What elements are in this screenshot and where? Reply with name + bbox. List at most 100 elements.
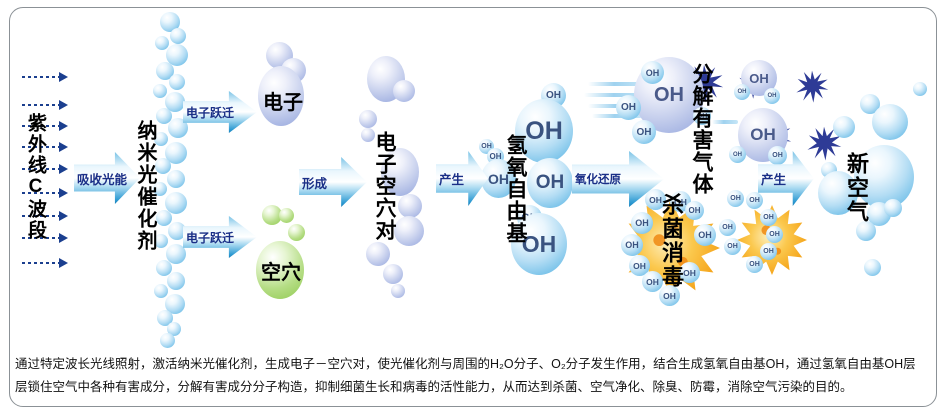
bubble <box>167 322 181 336</box>
bubble <box>872 104 908 140</box>
bubble <box>256 241 304 299</box>
transition-top-label: 电子跃迁 <box>186 105 235 120</box>
bubble <box>361 128 375 142</box>
bubble <box>156 210 172 226</box>
oh-bubble: OH <box>766 226 783 243</box>
radical-label: 氢氧自由基 <box>504 134 527 244</box>
bubble <box>279 208 294 223</box>
oh-bubble: OH <box>764 88 780 104</box>
bubble <box>864 259 881 276</box>
uv-ray-arrow <box>22 72 68 82</box>
uv-ray-arrow <box>22 100 68 110</box>
bubble <box>166 44 188 66</box>
diagram-border <box>9 7 937 407</box>
oh-bubble: OH <box>734 84 750 100</box>
bubble <box>262 205 282 225</box>
bubble <box>156 108 172 124</box>
bubble <box>394 216 424 246</box>
bubble <box>366 242 390 266</box>
oh-bubble: OH <box>694 224 716 246</box>
speed-line <box>592 114 642 118</box>
oh-bubble: OH <box>746 256 763 273</box>
oh-bubble: OH <box>642 271 663 292</box>
oh-bubble: OH <box>629 255 650 276</box>
oh-bubble: OH <box>641 61 664 84</box>
absorb-label: 吸收光能 <box>77 172 128 187</box>
bubble <box>818 171 858 215</box>
oh-bubble: OH <box>631 212 653 234</box>
oh-bubble: OH <box>527 158 573 208</box>
bubble <box>383 264 403 284</box>
catalyst-label: 纳米光催化剂 <box>134 120 156 252</box>
bubble <box>856 221 876 241</box>
uv-ray-arrow <box>22 164 68 174</box>
bubble <box>153 84 167 98</box>
bubble <box>165 142 187 164</box>
electron-label: 电子 <box>263 92 303 114</box>
bubble <box>154 284 168 298</box>
starburst-icon <box>622 199 720 297</box>
oh-bubble: OH <box>693 107 711 125</box>
produce-2-label: 产生 <box>761 173 787 187</box>
hole-label: 空穴 <box>261 262 301 284</box>
new-air-label: 新空气 <box>844 152 869 224</box>
oh-bubble: OH <box>685 201 704 220</box>
oh-bubble: OH <box>511 213 567 275</box>
bubble <box>168 118 188 138</box>
bubble <box>913 82 927 96</box>
uv-ray-arrow <box>22 258 68 268</box>
uv-ray-arrow <box>22 233 68 243</box>
oh-bubble: OH <box>659 285 680 306</box>
pair-label: 电子空穴对 <box>373 131 396 241</box>
oh-bubble: OH <box>760 209 777 226</box>
bubble <box>381 148 419 196</box>
oh-bubble: OH <box>621 234 643 256</box>
oh-bubble: OH <box>768 146 787 165</box>
sterilize-label: 杀菌消毒 <box>659 193 684 289</box>
speed-line <box>584 93 650 97</box>
bubble <box>170 28 186 44</box>
oh-bubble: OH <box>645 189 666 210</box>
bubble <box>166 244 186 264</box>
oh-bubble: OH <box>746 192 763 209</box>
description-line-1: 通过特定波长光线照射，激活纳米光催化剂，生成电子－空穴对，使光催化剂与周围的H₂… <box>15 357 916 371</box>
speed-line <box>588 82 646 86</box>
bubble <box>168 222 186 240</box>
description-line-2: 层锁住空气中各种有害成分，分解有害成分分子构造，抑制细菌生长和病毒的活性能力，从… <box>15 380 853 394</box>
gas-splat-icon <box>807 126 842 161</box>
bubble <box>160 12 180 32</box>
transition-bottom-label: 电子跃迁 <box>186 230 235 245</box>
oh-bubble: OH <box>727 190 744 207</box>
oh-bubble: OH <box>724 238 741 255</box>
bubble <box>155 36 169 50</box>
bubble <box>398 194 422 218</box>
bubble <box>157 310 173 326</box>
bubble <box>169 74 185 90</box>
bubble <box>288 224 305 241</box>
oh-bubble: OH <box>679 262 700 283</box>
bubble <box>165 92 185 112</box>
bubble <box>393 80 415 102</box>
bubble <box>156 62 174 80</box>
bubble <box>167 170 185 188</box>
produce-1-label: 产生 <box>439 173 465 187</box>
bubble <box>153 182 167 196</box>
decompose-label: 分解有害气体 <box>690 63 713 195</box>
uv-label: 紫外线C波段 <box>25 113 46 241</box>
oh-bubble: OH <box>760 243 777 260</box>
redox-label: 氧化还原 <box>575 174 621 186</box>
bubble <box>165 192 187 214</box>
bubble <box>154 234 168 248</box>
bubble <box>165 294 185 314</box>
bubble <box>167 272 185 290</box>
bubble <box>155 158 171 174</box>
oh-bubble: OH <box>515 99 573 163</box>
gas-splat-icon <box>796 70 829 103</box>
oh-bubble: OH <box>632 120 656 144</box>
uv-ray-arrow <box>22 211 68 221</box>
bubble <box>391 284 405 298</box>
oh-bubble: OH <box>729 146 746 163</box>
oh-bubble: OH <box>616 95 641 120</box>
uv-ray-arrow <box>22 188 68 198</box>
